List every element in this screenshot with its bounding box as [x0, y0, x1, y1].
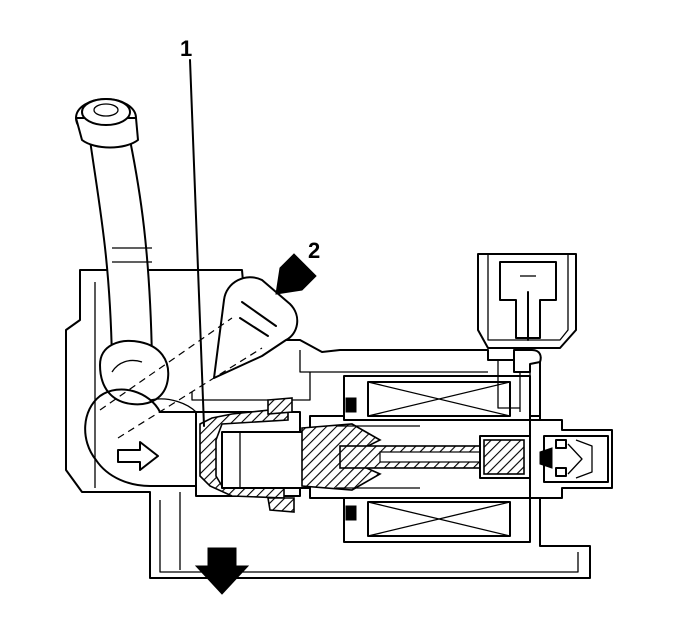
tube-elbow: [99, 340, 170, 406]
outlet-flow-arrow-icon: [194, 547, 250, 595]
valve-housing: [65, 269, 591, 579]
inlet-flow-arrow-icon: [275, 253, 317, 295]
end-cap: [529, 419, 613, 499]
inlet-tube: [75, 98, 153, 361]
callout-2-label: 2: [308, 238, 320, 263]
valve-seat-assembly: [195, 397, 317, 513]
inlet-chamber: [84, 388, 197, 487]
callout-1-leader: [189, 59, 205, 427]
armature: [301, 415, 541, 499]
electrical-connector: [477, 253, 577, 412]
solenoid-coil-lower: [343, 497, 531, 543]
solenoid-coil-upper: [343, 375, 531, 421]
angled-port: [99, 276, 299, 439]
callout-1-label: 1: [180, 36, 192, 61]
flow-arrow-icon: [117, 441, 159, 471]
